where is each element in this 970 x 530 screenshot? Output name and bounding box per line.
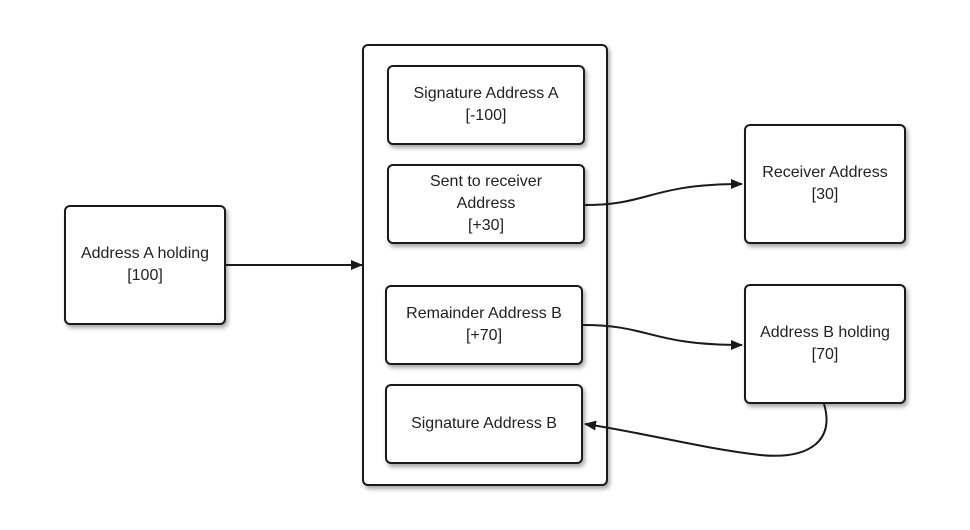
address-b-amount: [70] bbox=[811, 346, 839, 363]
address-b-holding-box: Address B holding [70] bbox=[744, 284, 906, 404]
sent-receiver-amount: [+30] bbox=[467, 217, 505, 234]
receiver-label: Receiver Address bbox=[762, 164, 888, 181]
remainder-address-b-box: Remainder Address B [+70] bbox=[385, 285, 583, 365]
signature-a-label: Signature Address A bbox=[413, 85, 559, 102]
sent-to-receiver-box: Sent to receiver Address [+30] bbox=[387, 164, 585, 244]
signature-b-label: Signature Address B bbox=[411, 415, 557, 432]
address-a-holding-box: Address A holding [100] bbox=[64, 205, 226, 325]
sent-receiver-label-2: Address bbox=[456, 195, 516, 212]
receiver-address-box: Receiver Address [30] bbox=[744, 124, 906, 244]
address-a-amount: [100] bbox=[127, 267, 163, 284]
remainder-b-label: Remainder Address B bbox=[406, 305, 562, 322]
signature-address-b-box: Signature Address B bbox=[385, 384, 583, 464]
address-a-label: Address A holding bbox=[80, 245, 210, 262]
address-b-label: Address B holding bbox=[760, 324, 890, 341]
arrow-sent-to-receiver bbox=[584, 179, 743, 206]
signature-a-amount: [-100] bbox=[465, 107, 507, 124]
arrow-address-b-to-signature-b bbox=[584, 403, 828, 457]
receiver-amount: [30] bbox=[811, 186, 839, 203]
signature-address-a-box: Signature Address A [-100] bbox=[387, 65, 585, 145]
arrow-remainder-to-address-b bbox=[582, 324, 743, 350]
remainder-b-amount: [+70] bbox=[465, 327, 503, 344]
sent-receiver-label-1: Sent to receiver bbox=[429, 173, 543, 190]
